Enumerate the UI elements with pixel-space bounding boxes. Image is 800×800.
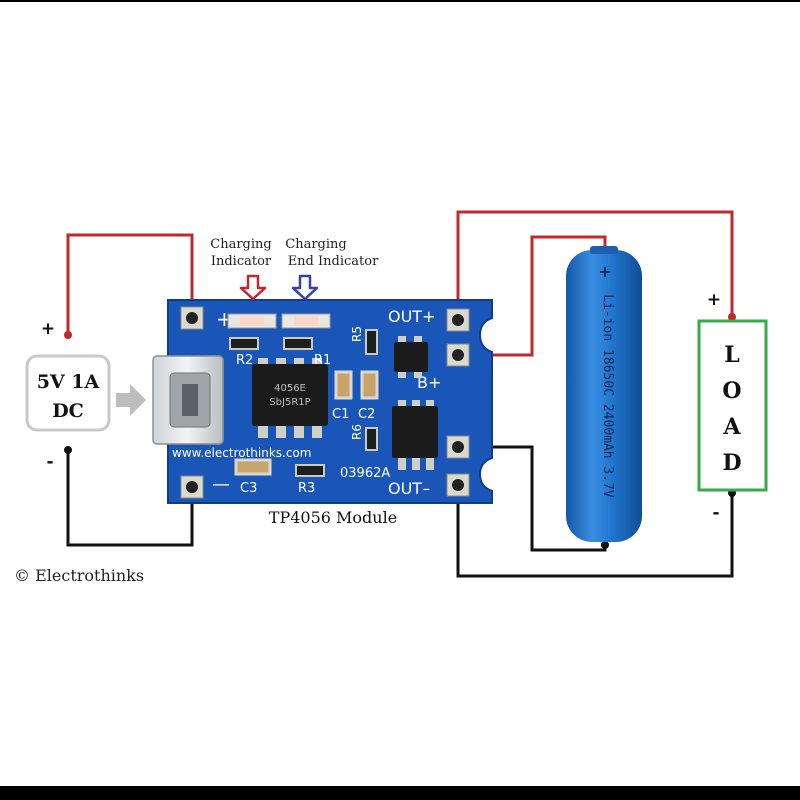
end-led-lens (294, 316, 318, 326)
smd-resistor-r6 (365, 427, 378, 451)
wire-load-positive (456, 210, 734, 320)
component-label-r5: R5 (350, 326, 364, 342)
ic-tp4056 (252, 358, 328, 438)
smd-resistor-r2 (229, 337, 259, 350)
module-title: TP4056 Module (269, 508, 397, 527)
smd-resistor-r3 (295, 464, 325, 477)
load-letter: A (722, 414, 741, 440)
ic-tp4056-marking-2: SbJ5R1P (269, 397, 310, 408)
pad-label-out-minus: OUT– (388, 479, 430, 498)
load-letter: D (722, 450, 741, 476)
capacitor-c2 (360, 370, 379, 400)
power-source-plus-sign: + (41, 319, 55, 339)
wire-input-negative (66, 450, 194, 547)
power-source-line2: DC (52, 400, 84, 422)
load-box (697, 319, 768, 492)
ic-protection (394, 336, 428, 378)
capacitor-c3 (234, 458, 272, 476)
wire-input-positive (66, 233, 194, 335)
pad-label-b-plus: B+ (417, 373, 441, 392)
wire-node (728, 313, 736, 321)
pad-hole (452, 479, 464, 491)
power-source-box (25, 354, 111, 432)
component-label-r2: R2 (236, 353, 253, 368)
ic-mosfet (392, 400, 438, 470)
website-watermark: www.electrothinks.com (172, 446, 311, 460)
component-label-r1: R1 (314, 353, 331, 368)
battery-plus-sign: + (598, 262, 611, 281)
end-indicator-label-2: End Indicator (288, 254, 379, 269)
load-minus-sign: - (712, 503, 719, 523)
micro-usb-tongue (182, 384, 198, 416)
charging-indicator-label-2: Indicator (211, 254, 272, 269)
power-source-minus-sign: - (46, 452, 53, 472)
pad-hole (186, 312, 198, 324)
charging-indicator-arrow-icon (239, 274, 267, 301)
smd-resistor-r5 (365, 329, 378, 355)
end-indicator-label-1: Charging (285, 237, 346, 252)
power-source-line1: 5V 1A (37, 371, 100, 393)
component-label-c1: C1 (332, 407, 349, 422)
pad-hole (452, 441, 464, 453)
top-border (0, 0, 800, 2)
wire-node (64, 331, 72, 339)
pad-label-out-plus: OUT+ (388, 307, 435, 326)
wire-node (601, 541, 609, 549)
end-indicator-arrow-icon (291, 274, 319, 301)
pad-hole (452, 314, 464, 326)
component-label-r6: R6 (350, 424, 364, 440)
load-letter: O (722, 378, 741, 404)
load-letter: L (724, 342, 739, 368)
battery-label: Li-ion 18650C 2400mAh 3.7V (600, 294, 615, 498)
component-label-c2: C2 (358, 407, 375, 422)
ic-tp4056-marking-1: 4056E (274, 383, 306, 394)
flow-arrow-icon (116, 384, 146, 416)
pad-hole (452, 349, 464, 361)
capacitor-c1 (334, 370, 353, 400)
wire-node (64, 446, 72, 454)
component-label-c3: C3 (240, 481, 257, 496)
smd-resistor-r1 (283, 337, 313, 350)
wire-load-negative (456, 485, 734, 578)
wire-battery-positive (458, 235, 607, 357)
load-plus-sign: + (707, 290, 721, 310)
board-code: 03962A (340, 466, 390, 481)
charging-led-lens (240, 316, 264, 326)
pad-hole (186, 481, 198, 493)
battery-18650 (566, 246, 642, 542)
component-label-r3: R3 (298, 481, 315, 496)
bottom-border (0, 786, 800, 800)
charging-indicator-label-1: Charging (210, 237, 271, 252)
copyright: © Electrothinks (14, 566, 144, 585)
pad-label-input-minus: — (212, 474, 230, 495)
